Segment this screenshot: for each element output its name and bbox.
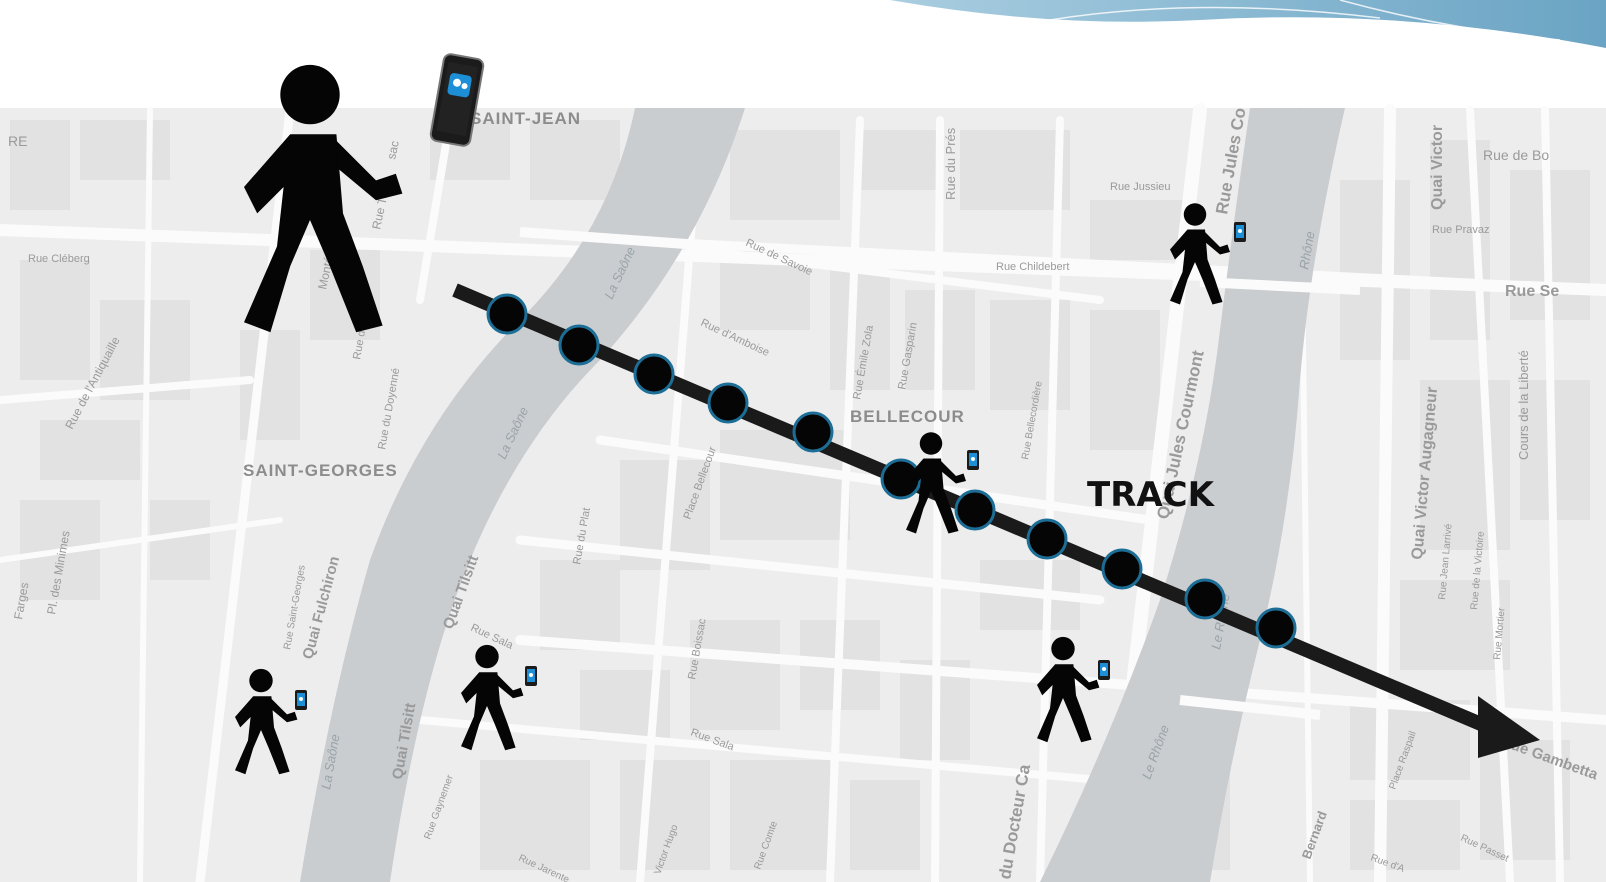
district-label-saint-jean: SAINT-JEAN (470, 109, 581, 128)
track-point (1026, 518, 1068, 560)
track-point (486, 293, 528, 335)
track-point (1101, 548, 1143, 590)
street-label: Cours de la Liberté (1516, 350, 1531, 460)
smartphone-icon (429, 53, 485, 147)
street-label: Rue Mortier (1492, 607, 1508, 661)
street-label: RE (8, 133, 27, 149)
district-label-bellecour: BELLECOUR (850, 407, 965, 426)
river-saone (300, 108, 745, 882)
street-label: Rue Childebert (996, 261, 1069, 273)
track-point (1255, 607, 1297, 649)
track-label: TRACK (1087, 475, 1216, 515)
street-label: Rue Jussieu (1110, 181, 1171, 193)
track-point (707, 382, 749, 424)
street-label: Rue de Bo (1483, 147, 1549, 163)
street-label: Farges (11, 581, 31, 620)
street-label: Rue Se (1505, 283, 1559, 300)
track-point (633, 353, 675, 395)
street-label: sac (384, 139, 402, 160)
arrow-head-icon (1478, 696, 1540, 758)
street-label: Rue Cléberg (28, 253, 90, 265)
header-wave-banner (890, 0, 1606, 48)
street-label: Rue du Prés (943, 127, 958, 200)
track-point (792, 411, 834, 453)
track-point (558, 324, 600, 366)
river-rhone (1040, 108, 1345, 882)
district-label-saint-georges: SAINT-GEORGES (243, 461, 398, 480)
street-label: Quai Victor (1429, 125, 1446, 210)
track-point (954, 489, 996, 531)
track-points (486, 293, 1297, 649)
river-label: Rhône (1296, 230, 1317, 270)
street-label: Rue Pravaz (1432, 224, 1489, 236)
bridges (519, 227, 1361, 720)
large-pedestrian-icon (244, 53, 485, 333)
track-point (1184, 578, 1226, 620)
